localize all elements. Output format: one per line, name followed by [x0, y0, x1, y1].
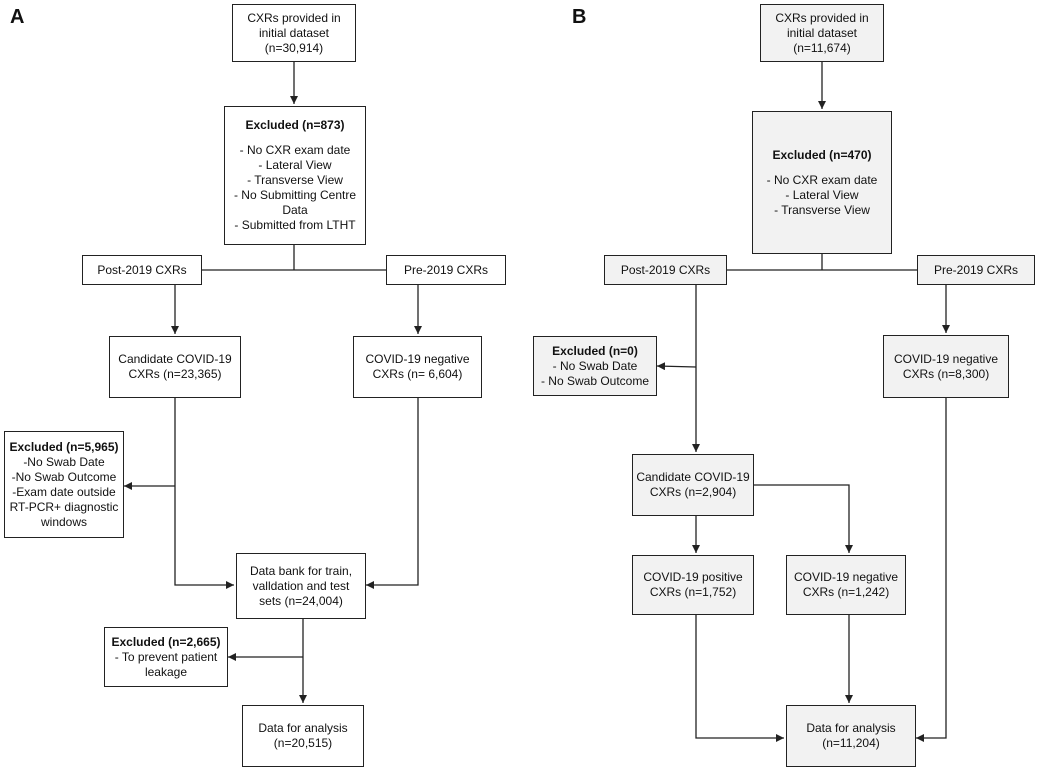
a-excluded3-item-2: leakage [144, 664, 188, 679]
panel-b-label: B [572, 6, 587, 28]
b-pre-label: Pre-2019 CXRs [933, 262, 1019, 277]
a-candidate-line-1: Candidate COVID-19 [118, 352, 232, 366]
b-analysis-box: Data for analysis (n=11,204) [786, 705, 916, 767]
a-databank-box: Data bank for train, valldation and test… [236, 553, 366, 619]
b-excluded1-item-3: - Transverse View [774, 202, 870, 217]
b-excluded-0-box: Excluded (n=0) - No Swab Date - No Swab … [533, 336, 657, 396]
a-excluded3-title: Excluded (n=2,665) [111, 634, 221, 649]
a-pre-label: Pre-2019 CXRs [403, 262, 489, 277]
a-excluded1-item-6: - Submitted from LTHT [234, 218, 356, 232]
a-negative-line-2: CXRs (n= 6,604) [372, 367, 463, 381]
a-analysis-line-1: Data for analysis [258, 721, 348, 735]
a-excluded-873-box: Excluded (n=873) - No CXR exam date - La… [224, 106, 366, 245]
a-excluded-5965-box: Excluded (n=5,965) -No Swab Date -No Swa… [4, 431, 124, 538]
b-excluded-470-box: Excluded (n=470) - No CXR exam date - La… [752, 111, 892, 254]
a-databank-line-1: Data bank for train, [249, 563, 353, 578]
b-negative-post-line-2: CXRs (n=1,242) [802, 585, 890, 599]
b-positive-line-2: CXRs (n=1,752) [649, 585, 737, 599]
b-candidate-box: Candidate COVID-19 CXRs (n=2,904) [632, 454, 754, 516]
b-excluded2-item-1: - No Swab Date [552, 358, 638, 373]
a-excluded2-item-1: -No Swab Date [23, 454, 105, 469]
a-initial-dataset-box: CXRs provided in initial dataset (n=30,9… [232, 4, 356, 62]
a-databank-line-2: valldation and test [252, 578, 350, 593]
b-initial-dataset-box: CXRs provided in initial dataset (n=11,6… [760, 4, 884, 62]
a-excluded2-item-5: windows [40, 514, 88, 529]
a-excluded1-item-2: - Lateral View [258, 158, 332, 172]
b-arrow-candidate-to-negative [754, 484, 853, 553]
b-initial-line-2: initial dataset [786, 25, 858, 40]
a-excluded1-item-1: - No CXR exam date [239, 143, 351, 157]
b-arrow-positive-to-analysis [695, 615, 784, 742]
a-excluded2-item-3: -Exam date outside [12, 484, 116, 499]
a-initial-line-1: CXRs provided in [247, 10, 341, 25]
b-negative-post-line-1: COVID-19 negative [793, 570, 899, 584]
a-excluded2-title: Excluded (n=5,965) [9, 439, 119, 454]
a-excluded1-item-4: - No Submitting Centre [233, 188, 357, 202]
b-excluded1-item-1: - No CXR exam date [766, 172, 878, 187]
b-analysis-line-2: (n=11,204) [822, 736, 880, 750]
a-pre-2019-box: Pre-2019 CXRs [386, 255, 506, 285]
a-arrow-negative-to-databank [366, 398, 419, 589]
b-arrow-to-excluded-n0 [656, 362, 697, 371]
b-negative-pre-line-1: COVID-19 negative [893, 351, 999, 366]
a-excluded1-title: Excluded (n=873) [245, 118, 345, 132]
b-arrow-pre-negative-to-analysis [916, 398, 947, 742]
b-post-2019-box: Post-2019 CXRs [604, 255, 727, 285]
panel-a-label: A [10, 6, 25, 28]
b-negative-pre-box: COVID-19 negative CXRs (n=8,300) [883, 335, 1009, 398]
b-negative-pre-line-2: CXRs (n=8,300) [902, 366, 990, 381]
a-analysis-line-2: (n=20,515) [273, 736, 333, 750]
b-positive-box: COVID-19 positive CXRs (n=1,752) [632, 555, 754, 615]
a-initial-line-3: (n=30,914) [264, 40, 324, 55]
b-excluded2-title: Excluded (n=0) [552, 343, 638, 358]
a-analysis-box: Data for analysis (n=20,515) [242, 705, 364, 767]
b-initial-line-3: (n=11,674) [793, 40, 851, 55]
a-post-2019-box: Post-2019 CXRs [82, 255, 202, 285]
a-negative-box: COVID-19 negative CXRs (n= 6,604) [353, 336, 482, 398]
b-pre-2019-box: Pre-2019 CXRs [917, 255, 1035, 285]
a-excluded2-item-2: -No Swab Outcome [11, 469, 117, 484]
b-negative-post-box: COVID-19 negative CXRs (n=1,242) [786, 555, 906, 615]
a-excluded-2665-box: Excluded (n=2,665) - To prevent patient … [104, 627, 228, 687]
b-excluded1-item-2: - Lateral View [785, 187, 859, 202]
a-initial-line-2: initial dataset [258, 25, 330, 40]
a-excluded1-item-5: Data [282, 203, 308, 217]
a-candidate-line-2: CXRs (n=23,365) [128, 367, 222, 381]
b-excluded2-item-2: - No Swab Outcome [540, 373, 650, 388]
a-databank-line-3: sets (n=24,004) [259, 593, 343, 608]
b-candidate-line-2: CXRs (n=2,904) [649, 485, 737, 499]
a-post-label: Post-2019 CXRs [97, 262, 187, 277]
b-positive-line-1: COVID-19 positive [643, 570, 743, 584]
b-initial-line-1: CXRs provided in [775, 10, 869, 25]
a-negative-line-1: COVID-19 negative [365, 352, 470, 366]
a-excluded3-item-1: - To prevent patient [114, 649, 218, 664]
b-candidate-line-1: Candidate COVID-19 [636, 470, 750, 484]
a-arrow-candidate-to-databank [174, 398, 234, 589]
a-excluded2-item-4: RT-PCR+ diagnostic [9, 499, 119, 514]
b-post-label: Post-2019 CXRs [620, 262, 711, 277]
a-candidate-box: Candidate COVID-19 CXRs (n=23,365) [109, 336, 241, 398]
b-analysis-line-1: Data for analysis [806, 721, 896, 735]
a-excluded1-item-3: - Transverse View [247, 173, 343, 187]
b-excluded1-title: Excluded (n=470) [772, 147, 872, 162]
